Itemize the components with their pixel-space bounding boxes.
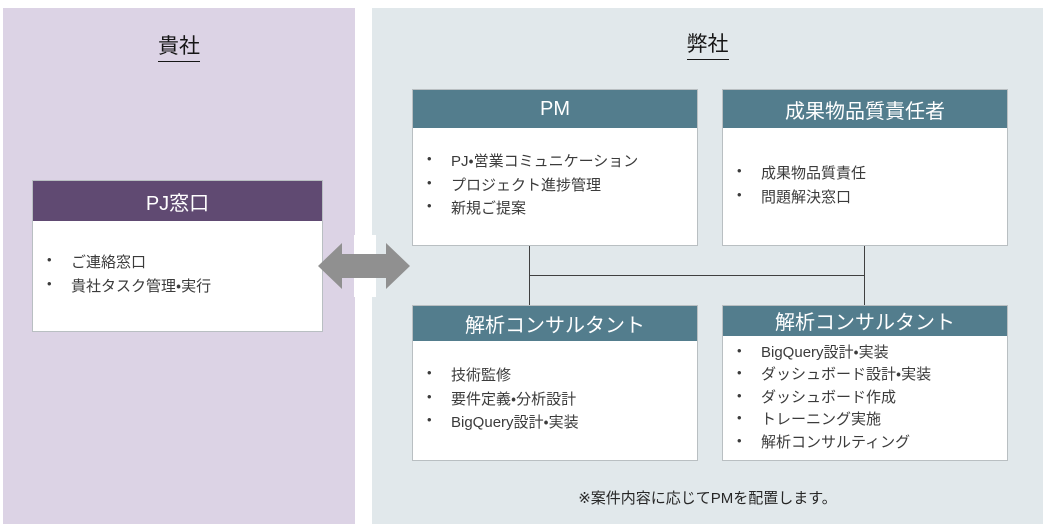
card-pm-bullets: PJ・営業コミュニケーション プロジェクト進捗管理 新規ご提案 [413,149,697,221]
card-pm-header: PM [413,90,697,128]
card-quality-manager-body: 成果物品質責任 問題解決窓口 [723,128,1007,245]
card-consultant-right-header: 解析コンサルタント [723,306,1007,336]
client-panel-title-text: 貴社 [158,35,200,62]
list-item: 貴社タスク管理・実行 [33,274,322,299]
list-item: 解析コンサルティング [723,431,1007,455]
bidirectional-arrow-glyph [318,243,410,289]
list-item: PJ・営業コミュニケーション [413,149,697,174]
list-item: 問題解決窓口 [723,185,1007,210]
list-item: ご連絡窓口 [33,250,322,275]
card-consultant-left-body: 技術監修 要件定義・分析設計 BigQuery設計・実装 [413,341,697,460]
card-quality-manager[interactable]: 成果物品質責任者 成果物品質責任 問題解決窓口 [722,89,1008,246]
footnote: ※案件内容に応じてPMを配置します。 [578,490,837,507]
card-consultant-right[interactable]: 解析コンサルタント BigQuery設計・実装 ダッシュボード設計・実装 ダッシ… [722,305,1008,461]
card-pm-body: PJ・営業コミュニケーション プロジェクト進捗管理 新規ご提案 [413,128,697,245]
list-item: 技術監修 [413,363,697,388]
card-pj-window-body: ご連絡窓口 貴社タスク管理・実行 [33,221,322,331]
card-pj-window-bullets: ご連絡窓口 貴社タスク管理・実行 [33,250,322,299]
card-consultant-right-bullets: BigQuery設計・実装 ダッシュボード設計・実装 ダッシュボード作成 トレー… [723,341,1007,455]
card-consultant-left-bullets: 技術監修 要件定義・分析設計 BigQuery設計・実装 [413,363,697,435]
connector-horizontal [529,275,865,276]
card-consultant-left-header: 解析コンサルタント [413,306,697,341]
bidirectional-arrow-icon [318,235,410,297]
card-pm[interactable]: PM PJ・営業コミュニケーション プロジェクト進捗管理 新規ご提案 [412,89,698,246]
list-item: 新規ご提案 [413,196,697,221]
vendor-panel-title: 弊社 [372,33,1043,60]
card-pj-window-header: PJ窓口 [33,181,322,221]
list-item: BigQuery設計・実装 [413,410,697,435]
card-quality-manager-header: 成果物品質責任者 [723,90,1007,128]
list-item: トレーニング実施 [723,408,1007,432]
vendor-panel-title-text: 弊社 [686,33,729,60]
list-item: プロジェクト進捗管理 [413,173,697,198]
list-item: BigQuery設計・実装 [723,341,1007,365]
card-consultant-left[interactable]: 解析コンサルタント 技術監修 要件定義・分析設計 BigQuery設計・実装 [412,305,698,461]
list-item: ダッシュボード設計・実装 [723,363,1007,387]
card-pj-window[interactable]: PJ窓口 ご連絡窓口 貴社タスク管理・実行 [32,180,323,332]
card-quality-manager-bullets: 成果物品質責任 問題解決窓口 [723,161,1007,210]
list-item: 成果物品質責任 [723,161,1007,186]
list-item: ダッシュボード作成 [723,386,1007,410]
list-item: 要件定義・分析設計 [413,387,697,412]
client-panel-title: 貴社 [3,35,355,62]
card-consultant-right-body: BigQuery設計・実装 ダッシュボード設計・実装 ダッシュボード作成 トレー… [723,336,1007,461]
